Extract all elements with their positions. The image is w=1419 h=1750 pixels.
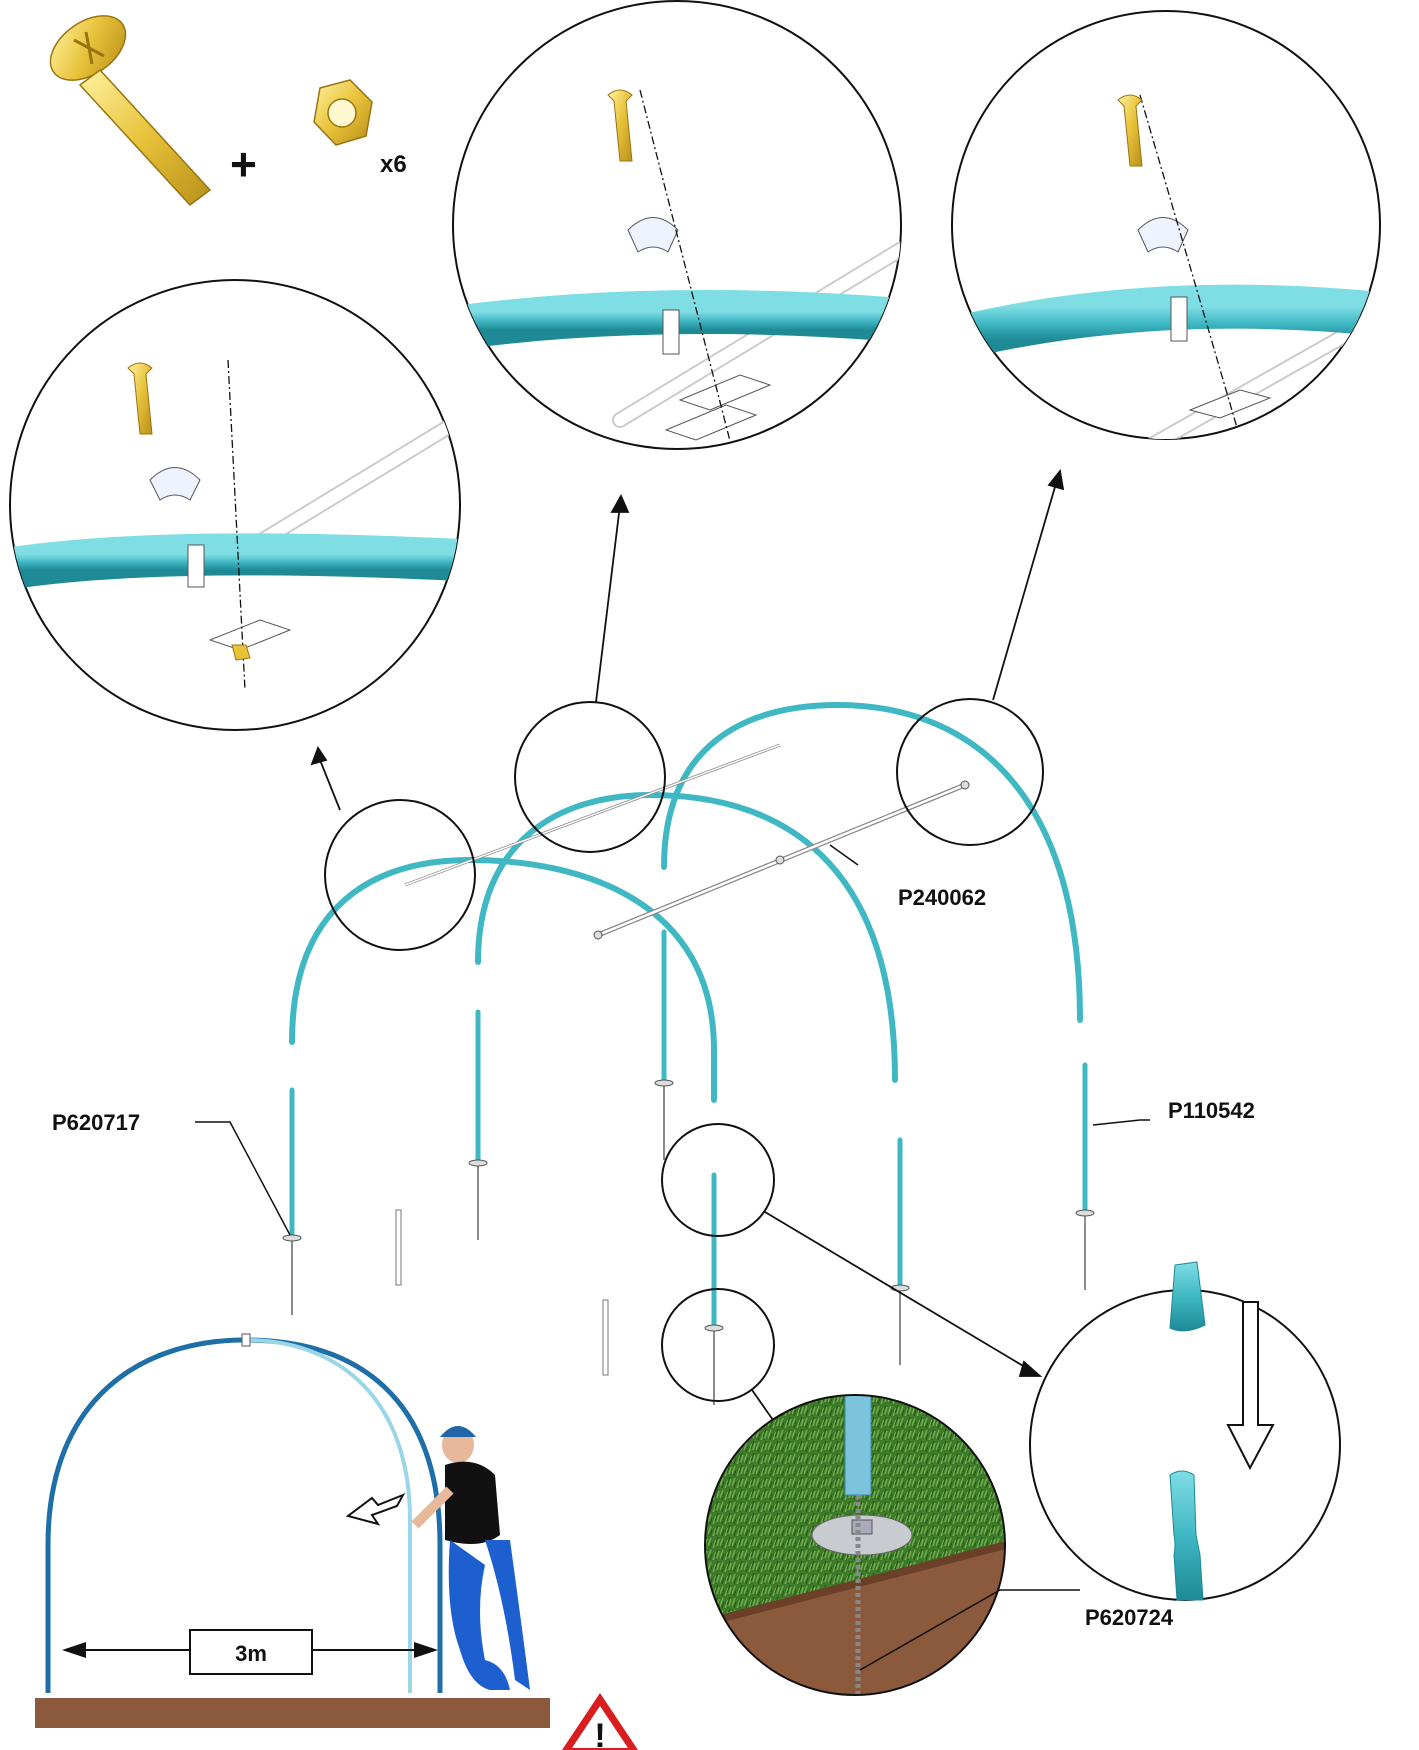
quantity-label: x6 [380,151,407,178]
part-label-p110542: P110542 [1168,1098,1255,1123]
warning-icon: ! [562,1693,638,1750]
ground-anchor-detail [704,1394,1006,1696]
callout-circles [324,698,1044,1402]
detail-circle-left [9,279,461,731]
arrow-left-icon [345,1493,406,1526]
worker-figure [411,1426,530,1690]
dimension-label: 3m [235,1641,267,1666]
install-scene: 3m [35,1333,550,1728]
part-label-p620724: P620724 [1085,1605,1174,1630]
part-label-p240062: P240062 [898,885,986,910]
part-label-p620717: P620717 [52,1110,140,1135]
arrow-down-icon [1226,1301,1275,1471]
svg-text:!: ! [594,1717,605,1750]
detail-circle-insertion [1029,1261,1341,1601]
arch-frame [282,701,1095,1405]
plus-sign: + [230,138,257,190]
leg-pipes [282,929,1095,1405]
bolt-icon [49,15,212,207]
dimension-line: 3m [62,1629,438,1675]
detail-circle-right [951,10,1381,440]
part-labels: P240062 P620717 P110542 P620724 [52,885,1255,1671]
detail-circle-middle [452,0,902,450]
nut-icon [313,79,373,146]
